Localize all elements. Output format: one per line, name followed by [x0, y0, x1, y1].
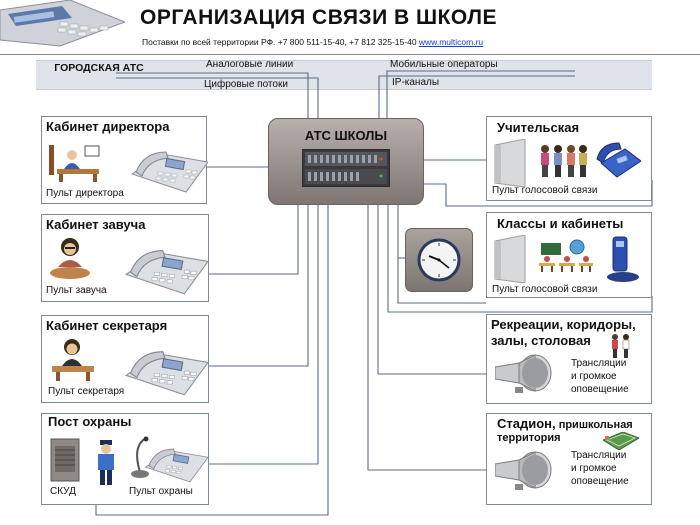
recreation-title-line1: Рекреации, коридоры, — [491, 317, 636, 332]
stadium-title-main: Стадион, — [497, 416, 556, 431]
link-classes-2 — [387, 203, 653, 313]
teachers-room-title: Учительская — [497, 120, 580, 135]
director-office-box: Кабинет директора Пульт директора — [41, 116, 208, 204]
director-icon — [49, 145, 100, 182]
page-title: ОРГАНИЗАЦИЯ СВЯЗИ В ШКОЛЕ — [140, 6, 497, 29]
teachers-group-icon — [541, 145, 587, 177]
link-guard — [209, 203, 319, 465]
link-recreation — [377, 203, 486, 375]
clock-tile — [405, 228, 473, 292]
secretary-office-box: Кабинет секретаря Пульт секретаря — [41, 315, 209, 403]
desk-phone-icon — [144, 448, 208, 483]
clock-icon — [417, 238, 461, 282]
link-teachers-2 — [422, 180, 653, 207]
guard-console-caption: Пульт охраны — [129, 486, 193, 497]
desk-phone-icon — [124, 351, 208, 396]
header-phone-image — [0, 0, 125, 47]
link-classes — [397, 203, 486, 304]
city-atc-label: ГОРОДСКАЯ АТС — [54, 62, 144, 74]
secretary-office-title: Кабинет секретаря — [46, 318, 168, 333]
pbx-rack-icon — [302, 149, 390, 187]
access-panel-icon — [50, 438, 80, 482]
ip-line — [378, 75, 575, 118]
analog-line — [116, 72, 309, 118]
recreation-caption-line3: оповещение — [571, 384, 629, 395]
recreation-caption-line2: и громкое — [571, 371, 617, 382]
guard-post-title: Пост охраны — [48, 414, 132, 429]
mobile-line — [386, 70, 575, 118]
digital-line — [116, 77, 319, 118]
stadium-box: Стадион, пришкольная территория Трансляц… — [486, 413, 652, 505]
intercom-panel-icon — [494, 235, 526, 283]
link-secretary — [209, 203, 309, 367]
link-guard-bottom — [95, 203, 329, 516]
secretary-console-caption: Пульт секретаря — [48, 386, 125, 397]
link-stadium — [367, 203, 486, 471]
stadium-caption-line3: оповещение — [571, 476, 629, 487]
skud-caption: СКУД — [50, 486, 76, 497]
mobile-operators-label: Мобильные операторы — [390, 59, 498, 70]
desk-phone-icon — [124, 250, 208, 295]
deputy-console-caption: Пульт завуча — [46, 285, 107, 296]
guard-post-box: Пост охраны СКУД Пульт охраны — [41, 413, 209, 505]
recreation-title-line2: залы, столовая — [491, 333, 591, 348]
teachers-room-box: Учительская Пульт голосовой связи — [486, 116, 652, 201]
dect-phone-icon — [607, 236, 639, 282]
secretary-icon — [52, 339, 94, 381]
recreation-box: Рекреации, коридоры, залы, столовая Тран… — [486, 314, 652, 404]
classroom-icon — [539, 239, 593, 272]
contacts-text: Поставки по всей территории РФ. +7 800 5… — [142, 37, 419, 47]
digital-streams-label: Цифровые потоки — [204, 79, 288, 90]
microphone-icon — [131, 436, 149, 478]
intercom-panel-icon — [494, 139, 526, 187]
deputy-icon — [50, 238, 90, 279]
classrooms-box: Классы и кабинеты Пульт голосовой связи — [486, 212, 652, 298]
contacts-line: Поставки по всей территории РФ. +7 800 5… — [142, 37, 483, 47]
stadium-caption-line1: Трансляции — [571, 450, 627, 461]
teachers-console-caption: Пульт голосовой связи — [492, 185, 598, 196]
website-link[interactable]: www.multicom.ru — [418, 37, 484, 47]
classrooms-title: Классы и кабинеты — [497, 216, 624, 231]
director-office-title: Кабинет директора — [46, 119, 170, 134]
ip-channels-label: IP-каналы — [392, 77, 440, 88]
ip-phone-icon — [596, 142, 641, 178]
desk-phone-icon — [130, 151, 208, 193]
deputy-office-box: Кабинет завуча Пульт завуча — [41, 214, 209, 302]
stadium-title-line2: территория — [497, 432, 561, 444]
loudspeaker-icon — [495, 451, 552, 490]
director-console-caption: Пульт директора — [46, 188, 124, 199]
stadium-icon — [603, 432, 639, 450]
classrooms-console-caption: Пульт голосовой связи — [492, 284, 598, 295]
school-pbx: АТС ШКОЛЫ — [268, 118, 424, 205]
people-icon — [612, 334, 630, 358]
loudspeaker-icon — [495, 354, 552, 393]
security-guard-icon — [98, 440, 114, 485]
deputy-office-title: Кабинет завуча — [46, 217, 146, 232]
school-pbx-title: АТС ШКОЛЫ — [304, 128, 388, 143]
header-divider — [0, 54, 700, 55]
stadium-title-line1: Стадион, пришкольная — [497, 416, 633, 431]
stadium-title-small: пришкольная — [555, 419, 633, 431]
link-deputy — [209, 203, 299, 275]
analog-lines-label: Аналоговые линии — [206, 59, 294, 70]
external-lines-band — [36, 60, 652, 90]
recreation-caption-line1: Трансляции — [571, 358, 627, 369]
stadium-caption-line2: и громкое — [571, 463, 617, 474]
